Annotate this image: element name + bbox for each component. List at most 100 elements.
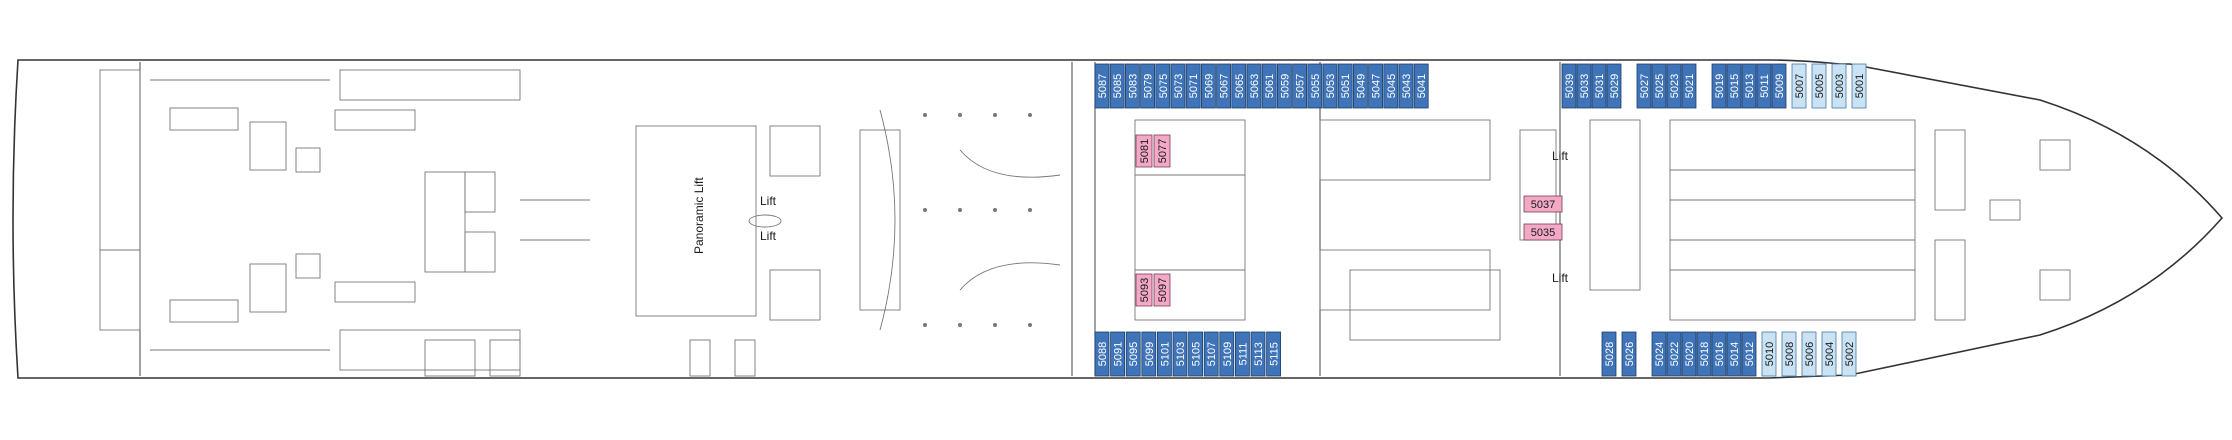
cabin-box [1711, 63, 1727, 109]
cabin-5020[interactable]: 5020 [1681, 331, 1697, 377]
cabin-5113[interactable]: 5113 [1250, 331, 1266, 377]
cabin-5037[interactable]: 5037 [1523, 195, 1563, 213]
cabin-5001[interactable]: 5001 [1851, 63, 1867, 109]
cabin-5111[interactable]: 5111 [1235, 331, 1250, 377]
cabin-box [1322, 63, 1338, 109]
cabin-number: 5111 [1237, 343, 1249, 366]
cabin-number: 5019 [1714, 74, 1726, 98]
cabin-5083[interactable]: 5083 [1125, 63, 1140, 109]
cabin-5029[interactable]: 5029 [1606, 63, 1622, 109]
cabin-number: 5049 [1355, 74, 1367, 98]
cabin-5012[interactable]: 5012 [1741, 331, 1757, 377]
cabin-5105[interactable]: 5105 [1188, 331, 1203, 377]
cabin-5077[interactable]: 5077 [1153, 134, 1171, 168]
cabin-number: 5009 [1774, 74, 1786, 98]
cabin-box [1666, 63, 1682, 109]
cabin-box [1125, 331, 1141, 377]
cabin-5019[interactable]: 5019 [1711, 63, 1727, 109]
cabin-number: 5007 [1794, 74, 1806, 98]
cabin-box [1141, 331, 1157, 377]
cabin-5009[interactable]: 5009 [1771, 63, 1787, 109]
cabin-5115[interactable]: 5115 [1266, 331, 1281, 377]
cabin-5010[interactable]: 5010 [1761, 331, 1777, 377]
cabin-5065[interactable]: 5065 [1231, 63, 1247, 109]
cabin-5014[interactable]: 5014 [1726, 331, 1742, 377]
cabin-number: 5033 [1579, 74, 1591, 98]
cabin-box [1681, 63, 1697, 109]
cabin-box [1261, 63, 1277, 109]
cabin-5097[interactable]: 5097 [1153, 273, 1171, 307]
cabin-5043[interactable]: 5043 [1398, 63, 1414, 109]
cabin-5023[interactable]: 5023 [1666, 63, 1682, 109]
cabin-5047[interactable]: 5047 [1368, 63, 1383, 109]
cabin-number: 5037 [1531, 199, 1555, 211]
lift-label-right-upper: Lift [1552, 149, 1569, 163]
cabin-5033[interactable]: 5033 [1576, 63, 1592, 109]
cabin-5041[interactable]: 5041 [1413, 63, 1429, 109]
cabin-5013[interactable]: 5013 [1741, 63, 1757, 109]
cabin-5109[interactable]: 5109 [1219, 331, 1235, 377]
cabin-5022[interactable]: 5022 [1666, 331, 1682, 377]
cabin-box [1235, 331, 1250, 377]
cabin-5055[interactable]: 5055 [1307, 63, 1323, 109]
cabin-box [1368, 63, 1383, 109]
cabin-5075[interactable]: 5075 [1155, 63, 1171, 109]
cabin-number: 5057 [1295, 74, 1307, 98]
cabin-5008[interactable]: 5008 [1781, 331, 1797, 377]
cabin-5107[interactable]: 5107 [1203, 331, 1219, 377]
cabin-5053[interactable]: 5053 [1322, 63, 1338, 109]
cabin-number: 5035 [1531, 227, 1555, 239]
cabin-5093[interactable]: 5093 [1135, 273, 1153, 307]
cabin-number: 5028 [1604, 342, 1616, 366]
cabin-5004[interactable]: 5004 [1821, 331, 1837, 377]
cabin-5039[interactable]: 5039 [1561, 63, 1577, 109]
cabin-5088[interactable]: 5088 [1094, 331, 1110, 377]
cabin-5069[interactable]: 5069 [1201, 63, 1216, 109]
cabin-5035[interactable]: 5035 [1523, 223, 1563, 241]
cabin-5081[interactable]: 5081 [1135, 134, 1153, 168]
cabin-5006[interactable]: 5006 [1801, 331, 1817, 377]
cabin-5063[interactable]: 5063 [1246, 63, 1262, 109]
cabin-5005[interactable]: 5005 [1811, 63, 1827, 109]
cabin-5021[interactable]: 5021 [1681, 63, 1697, 109]
cabin-number: 5079 [1143, 74, 1155, 98]
cabin-5028[interactable]: 5028 [1601, 331, 1617, 377]
cabin-5103[interactable]: 5103 [1172, 331, 1188, 377]
cabin-5051[interactable]: 5051 [1337, 63, 1353, 109]
cabin-5018[interactable]: 5018 [1696, 331, 1712, 377]
cabin-box [1157, 331, 1172, 377]
cabin-5057[interactable]: 5057 [1292, 63, 1307, 109]
cabin-5099[interactable]: 5099 [1141, 331, 1157, 377]
cabin-5061[interactable]: 5061 [1261, 63, 1277, 109]
cabin-5024[interactable]: 5024 [1651, 331, 1667, 377]
cabin-number: 5051 [1340, 74, 1352, 98]
cabin-5007[interactable]: 5007 [1791, 63, 1807, 109]
cabin-number: 5059 [1279, 74, 1291, 98]
cabin-5059[interactable]: 5059 [1277, 63, 1292, 109]
cabin-5085[interactable]: 5085 [1109, 63, 1125, 109]
cabin-box [1110, 331, 1125, 377]
cabin-5016[interactable]: 5016 [1711, 331, 1727, 377]
cabin-5015[interactable]: 5015 [1726, 63, 1742, 109]
cabin-number: 5069 [1203, 74, 1215, 98]
cabin-box [1135, 273, 1153, 307]
cabin-number: 5010 [1764, 342, 1776, 366]
cabin-5101[interactable]: 5101 [1157, 331, 1172, 377]
cabin-5003[interactable]: 5003 [1831, 63, 1847, 109]
cabin-5079[interactable]: 5079 [1140, 63, 1155, 109]
cabin-5095[interactable]: 5095 [1125, 331, 1141, 377]
cabin-5002[interactable]: 5002 [1841, 331, 1857, 377]
cabin-5027[interactable]: 5027 [1636, 63, 1652, 109]
cabin-5071[interactable]: 5071 [1185, 63, 1201, 109]
cabin-5087[interactable]: 5087 [1094, 63, 1110, 109]
cabin-number: 5043 [1401, 74, 1413, 98]
cabin-5067[interactable]: 5067 [1216, 63, 1231, 109]
cabin-5091[interactable]: 5091 [1110, 331, 1125, 377]
cabin-5031[interactable]: 5031 [1591, 63, 1607, 109]
cabin-5025[interactable]: 5025 [1651, 63, 1667, 109]
cabin-5049[interactable]: 5049 [1353, 63, 1368, 109]
cabin-5045[interactable]: 5045 [1383, 63, 1399, 109]
cabin-5073[interactable]: 5073 [1170, 63, 1186, 109]
cabin-5011[interactable]: 5011 [1756, 63, 1772, 109]
cabin-5026[interactable]: 5026 [1621, 331, 1637, 377]
